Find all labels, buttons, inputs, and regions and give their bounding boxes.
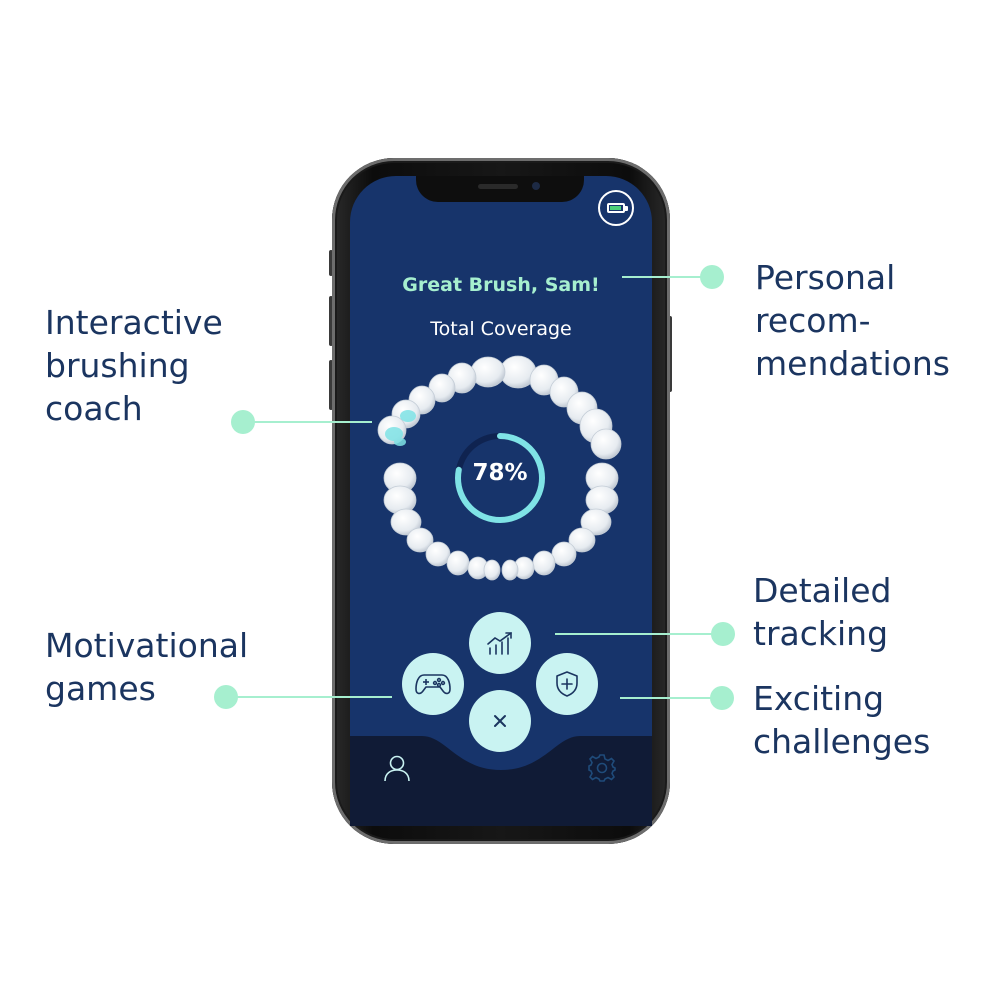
- close-button[interactable]: [469, 690, 531, 752]
- phone-side-button: [329, 296, 333, 346]
- connector-dot-challenges: [710, 686, 734, 710]
- connector-dot-personal: [700, 265, 724, 289]
- connector-line-personal: [622, 276, 712, 278]
- user-icon[interactable]: [383, 753, 411, 783]
- connector-dot-coach: [231, 410, 255, 434]
- battery-tip: [625, 206, 628, 211]
- callout-line: coach: [45, 389, 143, 428]
- phone-side-button: [329, 250, 333, 276]
- connector-dot-games: [214, 685, 238, 709]
- connector-line-tracking: [555, 633, 723, 635]
- coverage-ring-progress: [455, 433, 545, 523]
- callout-line: challenges: [753, 722, 931, 761]
- callout-line: Personal: [755, 258, 896, 297]
- teeth-arch-illustration: [377, 355, 622, 581]
- battery-fill: [610, 206, 622, 210]
- callout-motivational-games: Motivational games: [45, 624, 248, 710]
- connector-line-challenges: [620, 697, 722, 699]
- phone-side-button: [668, 316, 672, 392]
- gamepad-icon: [415, 674, 451, 695]
- phone-notch: [416, 176, 584, 202]
- games-button[interactable]: [402, 653, 464, 715]
- callout-line: Exciting: [753, 679, 885, 718]
- callout-line: brushing: [45, 346, 190, 385]
- callout-line: Detailed: [753, 571, 892, 610]
- battery-icon[interactable]: [598, 190, 634, 226]
- coverage-percent: 78%: [472, 460, 528, 486]
- callout-interactive-coach: Interactive brushing coach: [45, 301, 223, 430]
- chart-icon: [487, 632, 512, 655]
- tracking-button[interactable]: [469, 612, 531, 674]
- shield-plus-icon: [556, 671, 578, 697]
- callout-line: recom-: [755, 301, 871, 340]
- coverage-ring: [455, 433, 545, 523]
- callout-personal-recommendations: Personal recom- mendations: [755, 256, 950, 385]
- callout-line: Motivational: [45, 626, 249, 665]
- greeting-text: Great Brush, Sam!: [402, 274, 600, 296]
- connector-dot-tracking: [711, 622, 735, 646]
- callout-exciting-challenges: Exciting challenges: [753, 677, 930, 763]
- phone-camera: [532, 182, 540, 190]
- callout-line: games: [45, 669, 156, 708]
- callout-line: Interactive: [45, 303, 223, 342]
- battery-body: [607, 203, 625, 213]
- connector-line-games: [226, 696, 392, 698]
- close-icon: [494, 715, 506, 727]
- gear-icon[interactable]: [587, 753, 617, 783]
- phone-speaker: [478, 184, 518, 189]
- challenges-button[interactable]: [536, 653, 598, 715]
- connector-line-coach: [244, 421, 372, 423]
- callout-detailed-tracking: Detailed tracking: [753, 569, 891, 655]
- coverage-label: Total Coverage: [430, 318, 572, 340]
- phone-side-button: [329, 360, 333, 410]
- bottom-navigation-bar: [350, 736, 652, 826]
- callout-line: tracking: [753, 614, 889, 653]
- callout-line: mendations: [755, 344, 950, 383]
